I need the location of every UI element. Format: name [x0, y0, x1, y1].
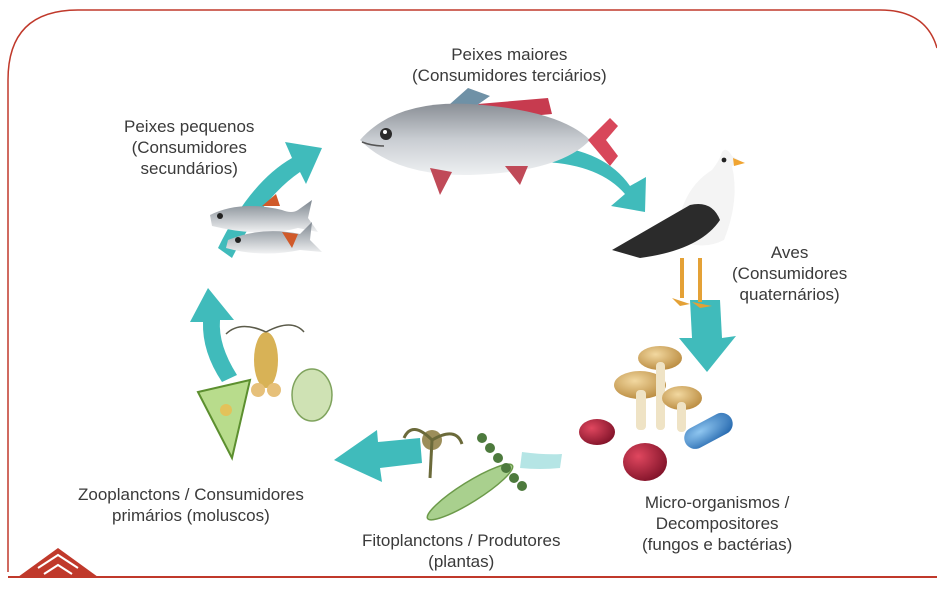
label-birds: Aves (Consumidores quaternários): [732, 242, 847, 305]
phytoplankton-icon: [404, 429, 527, 527]
arrow-phyto-to-zoo: [334, 430, 422, 482]
seagull-icon: [612, 150, 745, 308]
label-small-fish-line1: Peixes pequenos: [124, 116, 254, 137]
label-large-fish: Peixes maiores (Consumidores terciários): [412, 44, 607, 86]
mushrooms-bacteria-icon: [579, 346, 737, 481]
label-large-fish-line2: (Consumidores terciários): [412, 65, 607, 86]
label-small-fish-line2: (Consumidores: [124, 137, 254, 158]
label-zoo-line1: Zooplanctons / Consumidores: [78, 484, 304, 505]
label-phyto-line1: Fitoplanctons / Produtores: [362, 530, 560, 551]
label-phytoplankton: Fitoplanctons / Produtores (plantas): [362, 530, 560, 572]
label-zoo-line2: primários (moluscos): [78, 505, 304, 526]
label-birds-line1: Aves: [732, 242, 847, 263]
arrow-birds-to-micro: [679, 300, 736, 372]
label-micro-line2: Decompositores: [642, 513, 792, 534]
label-micro-organisms: Micro-organismos / Decompositores (fungo…: [642, 492, 792, 555]
cycle-arrows: [190, 142, 736, 482]
label-micro-line3: (fungos e bactérias): [642, 534, 792, 555]
label-phyto-line2: (plantas): [362, 551, 560, 572]
label-large-fish-line1: Peixes maiores: [412, 44, 607, 65]
label-zooplankton: Zooplanctons / Consumidores primários (m…: [78, 484, 304, 526]
label-small-fish: Peixes pequenos (Consumidores secundário…: [124, 116, 254, 179]
label-birds-line2: (Consumidores: [732, 263, 847, 284]
arrow-zoo-to-small-fish: [190, 288, 237, 382]
corner-chevron-icon: [18, 548, 98, 577]
label-micro-line1: Micro-organismos /: [642, 492, 792, 513]
large-fish-icon: [360, 88, 618, 195]
label-birds-line3: quaternários): [732, 284, 847, 305]
label-small-fish-line3: secundários): [124, 158, 254, 179]
arrow-micro-to-phyto: [520, 452, 562, 469]
